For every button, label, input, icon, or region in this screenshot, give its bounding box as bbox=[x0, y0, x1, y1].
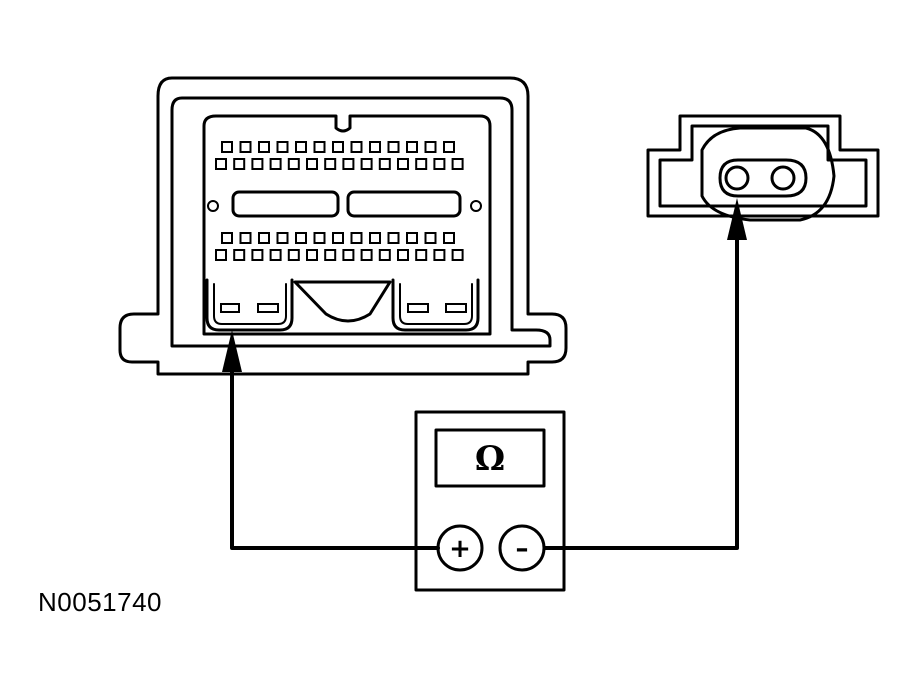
pin-cavity bbox=[332, 141, 344, 153]
pin-cavity bbox=[433, 249, 446, 261]
pin-cavity bbox=[287, 249, 300, 261]
pin-cavity bbox=[332, 232, 344, 244]
pin-cavity bbox=[350, 232, 363, 244]
pin-cavity bbox=[387, 232, 400, 244]
pin-cavity bbox=[313, 232, 326, 244]
pin-cavity bbox=[295, 141, 307, 153]
pin-cavity bbox=[424, 141, 437, 153]
pin-cavity bbox=[360, 249, 373, 261]
figure-id: N0051740 bbox=[38, 587, 162, 617]
negative-lead bbox=[543, 223, 739, 550]
pin-row-3 bbox=[221, 232, 455, 244]
pin-cavity bbox=[369, 232, 381, 244]
pin-cavity bbox=[342, 249, 355, 261]
probe-arrow bbox=[727, 198, 747, 240]
pin-cavity bbox=[324, 158, 337, 170]
pin-cavity bbox=[258, 141, 270, 153]
pin-cavity bbox=[221, 141, 233, 153]
terminal-blade bbox=[257, 303, 279, 313]
pin-cavity bbox=[369, 141, 381, 153]
pin-cavity bbox=[233, 249, 246, 261]
pin-cavity bbox=[378, 158, 391, 170]
pin-cavity bbox=[276, 141, 289, 153]
pin-cavity bbox=[424, 232, 437, 244]
pin-cavity bbox=[287, 158, 300, 170]
pin-row-1 bbox=[221, 141, 455, 153]
pin-cavity bbox=[258, 232, 270, 244]
pin-cavity bbox=[306, 249, 318, 261]
pin-cavity bbox=[443, 141, 455, 153]
pin-cavity bbox=[313, 141, 326, 153]
pin-cavity bbox=[451, 249, 464, 261]
positive-symbol: + bbox=[449, 534, 471, 564]
multimeter: Ω + – bbox=[414, 410, 566, 592]
negative-symbol: – bbox=[516, 534, 529, 564]
pin-cavity bbox=[251, 249, 264, 261]
pin-cavity bbox=[443, 232, 455, 244]
pin-cavity bbox=[269, 158, 282, 170]
pin-cavity bbox=[387, 141, 400, 153]
pin-cavity bbox=[415, 249, 428, 261]
positive-terminal bbox=[436, 524, 484, 572]
pin-cavity bbox=[295, 232, 307, 244]
pin-cavity bbox=[397, 249, 409, 261]
pin-cavity bbox=[433, 158, 446, 170]
meter-display bbox=[434, 428, 546, 488]
pin-row-4 bbox=[215, 249, 464, 261]
pin-cavity bbox=[215, 158, 227, 170]
sensor-connector bbox=[646, 114, 880, 222]
negative-terminal bbox=[498, 524, 546, 572]
pin-cavity bbox=[239, 232, 252, 244]
terminal-blade bbox=[445, 303, 467, 313]
pin-cavity bbox=[415, 158, 428, 170]
test-leads bbox=[222, 198, 747, 550]
pin-cavity bbox=[251, 158, 264, 170]
pin-cavity bbox=[397, 158, 409, 170]
pin-cavity bbox=[221, 232, 233, 244]
module-connector bbox=[118, 76, 568, 376]
pin-cavity bbox=[350, 141, 363, 153]
pin-cavity bbox=[306, 158, 318, 170]
ohm-symbol: Ω bbox=[475, 439, 505, 479]
pin-cavity bbox=[276, 232, 289, 244]
pin-cavity bbox=[451, 158, 464, 170]
pin-cavity bbox=[342, 158, 355, 170]
terminal-blade bbox=[220, 303, 240, 313]
pin-cavity bbox=[215, 249, 227, 261]
pin-cavity bbox=[233, 158, 246, 170]
probe-arrow bbox=[222, 330, 242, 372]
pin-cavity bbox=[378, 249, 391, 261]
pin-cavity bbox=[406, 141, 418, 153]
pin-cavity bbox=[239, 141, 252, 153]
pin-cavity bbox=[406, 232, 418, 244]
pin-cavity bbox=[324, 249, 337, 261]
pin-cavity bbox=[360, 158, 373, 170]
terminal-blade bbox=[407, 303, 429, 313]
pin-row-2 bbox=[215, 158, 464, 170]
pin-cavity bbox=[269, 249, 282, 261]
positive-lead bbox=[230, 348, 440, 550]
